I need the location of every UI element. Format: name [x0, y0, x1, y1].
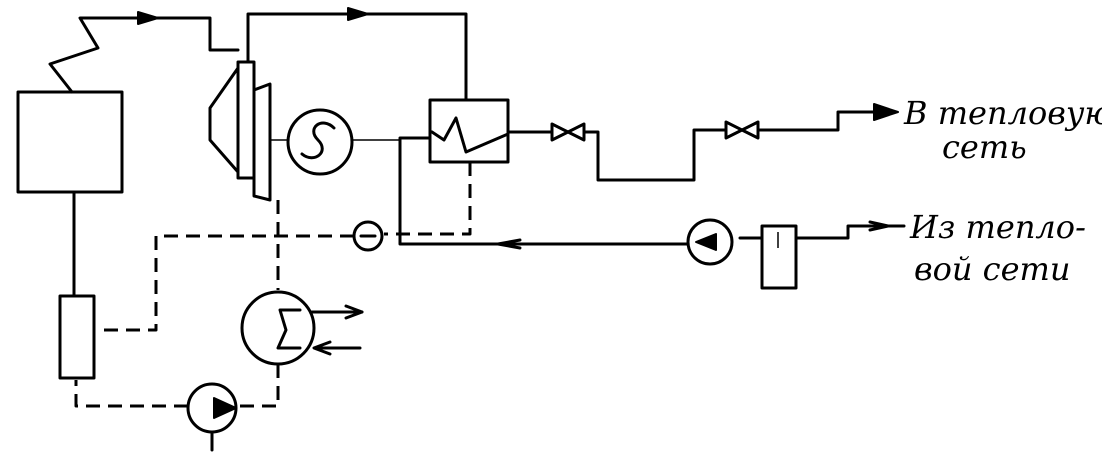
generator-symbol — [300, 121, 336, 160]
condenser-tube-bundle — [276, 308, 302, 350]
deaerator — [58, 294, 96, 380]
pump-to-deaerator-line — [74, 380, 188, 408]
network-heater — [428, 98, 510, 164]
supply-valve-2 — [724, 120, 760, 140]
from-network-label-line2: вой сети — [914, 250, 1071, 288]
turbine-exhaust-stage — [252, 82, 272, 202]
return-filter — [760, 224, 798, 290]
cooling-water-in-arrow — [312, 340, 332, 356]
extraction-flow-arrow — [347, 7, 369, 21]
drain-to-feed-line — [98, 234, 354, 332]
extraction-steam-line — [246, 12, 468, 102]
network-pump-impeller — [695, 233, 717, 251]
heater-condensate-drain — [384, 162, 472, 236]
steam-flow-arrow — [137, 11, 159, 25]
supply-outlet-arrow — [873, 103, 899, 121]
pump-to-heater-line — [398, 136, 690, 246]
condenser — [240, 290, 316, 366]
superheater-steam-line — [48, 16, 240, 94]
condensate-pump-impeller — [213, 397, 237, 419]
to-network-label-line1: В тепловую — [904, 94, 1102, 132]
to-network-label-line2: сеть — [942, 128, 1027, 166]
supply-pipeline — [506, 110, 882, 182]
condensate-line — [236, 364, 280, 408]
turbine-casing — [236, 60, 256, 180]
from-network-label-line1: Из тепло- — [910, 208, 1086, 246]
heater-condensate-marker — [430, 116, 510, 154]
supply-valve-1 — [550, 122, 586, 142]
return-pipeline — [794, 224, 906, 240]
cooling-water-out-arrow — [344, 304, 364, 320]
return-inlet-arrow — [868, 220, 890, 232]
boiler — [16, 90, 124, 194]
return-flow-arrow — [496, 238, 522, 250]
turbine-rotor — [208, 66, 240, 174]
